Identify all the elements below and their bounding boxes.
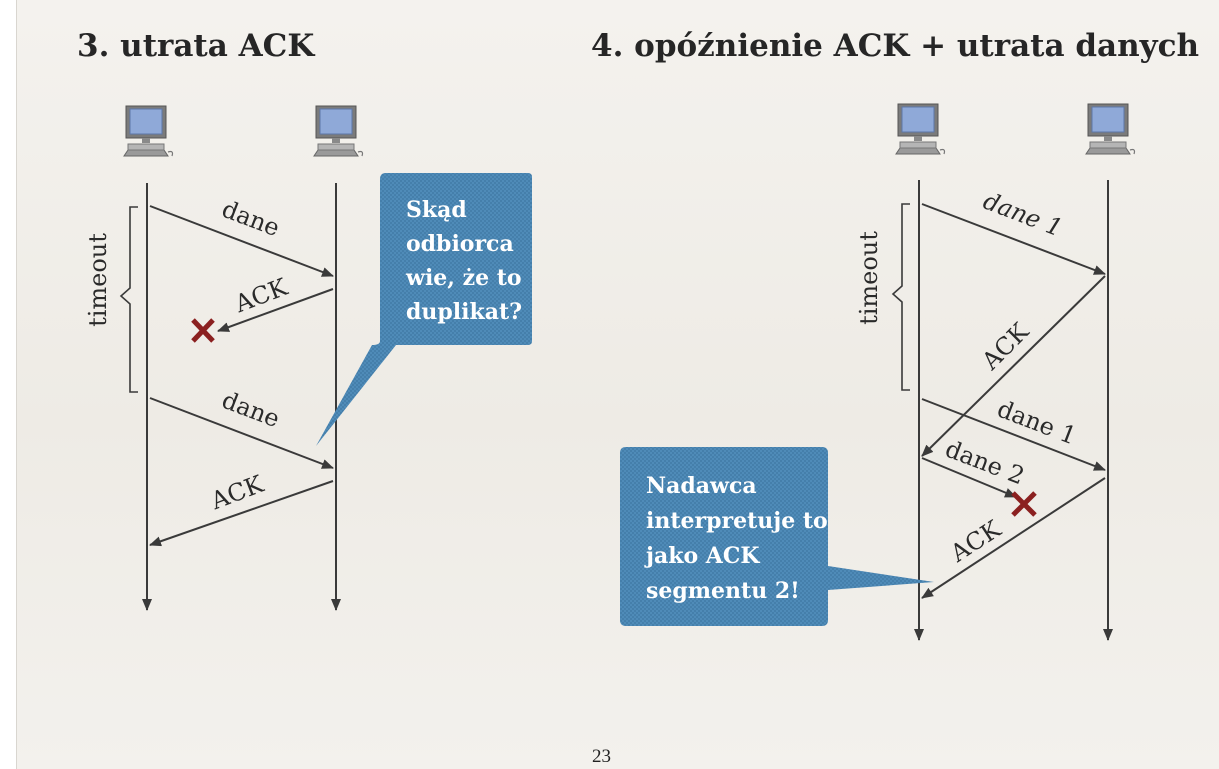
title-left: 3. utrata ACK bbox=[77, 28, 315, 64]
diagram-right: timeout dane 1 ACK dane 1 dane 2 ACK Nad… bbox=[620, 103, 1136, 641]
callout-right-line-4: segmentu 2! bbox=[646, 578, 800, 604]
dane1-label-2: dane 1 bbox=[993, 395, 1080, 451]
timeout-label: timeout bbox=[84, 233, 112, 327]
callout-right-line-2: interpretuje to bbox=[646, 508, 828, 534]
callout-duplicate-question: Skąd odbiorca wie, że to duplikat? bbox=[316, 173, 532, 446]
ack-label-2: ACK bbox=[206, 469, 268, 515]
data-arrow-2 bbox=[149, 397, 334, 469]
title-right: 4. opóźnienie ACK + utrata danych bbox=[591, 28, 1200, 64]
data2-arrow bbox=[921, 457, 1017, 498]
computer-icon bbox=[895, 103, 946, 155]
page-number: 23 bbox=[592, 746, 611, 767]
computer-icon bbox=[123, 105, 174, 157]
ack-label-1: ACK bbox=[230, 272, 292, 318]
timeout-label: timeout bbox=[855, 231, 883, 325]
dane-label-2: dane bbox=[218, 386, 283, 433]
ack-arrow-2 bbox=[149, 480, 334, 547]
callout-sender-interpretation: Nadawca interpretuje to jako ACK segment… bbox=[620, 447, 934, 626]
data1-arrow-2 bbox=[921, 398, 1106, 471]
ack-arrow-2 bbox=[921, 477, 1106, 599]
timeout-brace bbox=[891, 203, 910, 391]
callout-left-line-2: odbiorca bbox=[406, 231, 514, 257]
ack-arrow-delayed bbox=[921, 275, 1106, 457]
callout-right-line-3: jako ACK bbox=[644, 543, 760, 569]
computer-icon bbox=[1085, 103, 1136, 155]
data-arrow-1 bbox=[149, 205, 334, 277]
ack-label-delayed: ACK bbox=[976, 317, 1035, 376]
data1-arrow-1 bbox=[921, 203, 1106, 275]
callout-left-line-3: wie, że to bbox=[405, 265, 522, 291]
dane2-label: dane 2 bbox=[941, 435, 1028, 491]
timeout-brace bbox=[119, 206, 138, 393]
computer-icon bbox=[313, 105, 364, 157]
callout-right-line-1: Nadawca bbox=[646, 473, 757, 499]
dane1-label-1: dane 1 bbox=[979, 187, 1066, 243]
lost-packet-x-icon bbox=[1011, 491, 1037, 517]
diagram-left: timeout dane ACK dane ACK Skąd odbiorca … bbox=[84, 105, 532, 611]
slide: 3. utrata ACK 4. opóźnienie ACK + utrata… bbox=[16, 0, 1219, 769]
lost-packet-x-icon bbox=[191, 318, 215, 343]
ack-arrow-lost bbox=[217, 288, 334, 332]
ack-label-2: ACK bbox=[945, 514, 1007, 568]
callout-left-line-4: duplikat? bbox=[406, 299, 522, 325]
callout-left-line-1: Skąd bbox=[406, 197, 467, 223]
